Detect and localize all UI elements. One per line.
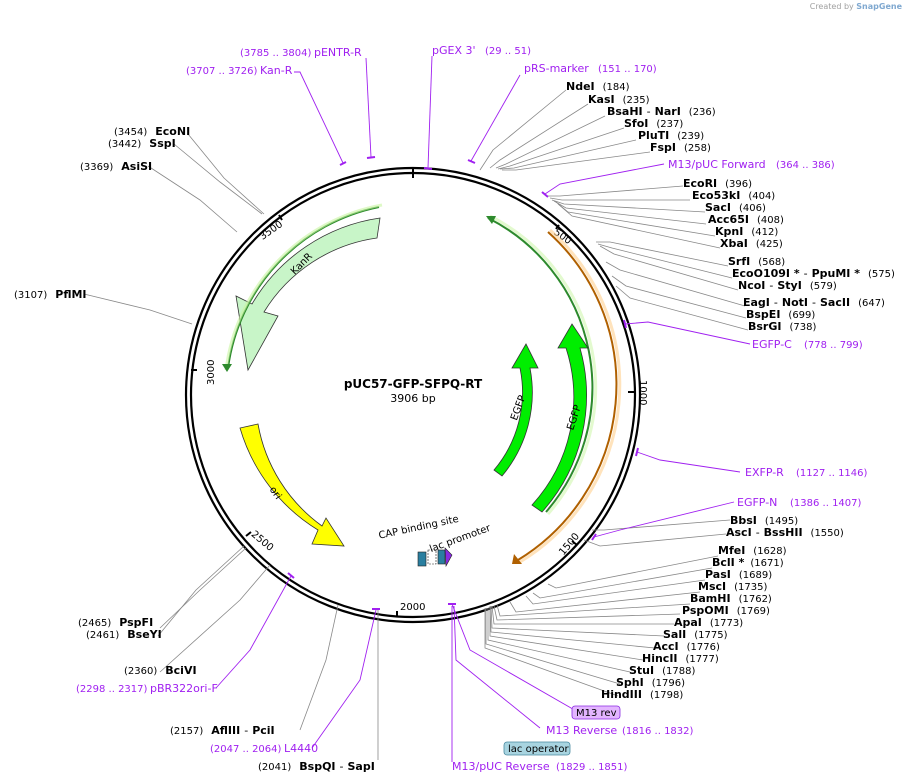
enzyme-pflmi[interactable]: (3107)PflMI: [14, 288, 87, 301]
primer-range-pgex3: (29 .. 51): [485, 46, 531, 57]
feature-kanr[interactable]: KanR: [222, 203, 383, 372]
primer-range-pbr322ori: (2298 .. 2317): [76, 684, 148, 695]
enzyme-bseyi[interactable]: (2461)BseYI: [86, 628, 162, 641]
enzyme-afliii-pcii[interactable]: (2157)AflIII-PciI: [170, 724, 275, 737]
tick-label-2000: 2000: [400, 602, 425, 613]
feature-outer-green-arc: [487, 217, 594, 513]
enzyme-hindiii[interactable]: HindIII(1798): [601, 688, 683, 701]
feature-cap-lac[interactable]: CAP binding site lac promoter: [378, 514, 493, 568]
primer-range-exfpr: (1127 .. 1146): [796, 468, 868, 479]
primer-range-l4440: (2047 .. 2064): [210, 744, 282, 755]
tick-label-1000: 1000: [637, 380, 648, 405]
enzyme-asci-bsshii[interactable]: AscI-BssHII(1550): [726, 526, 844, 539]
enzyme-fspi[interactable]: FspI(258): [650, 141, 711, 154]
primer-m13-puc-reverse[interactable]: M13/pUC Reverse: [452, 760, 550, 773]
feature-ori[interactable]: ori: [239, 423, 345, 547]
tick-2500: [245, 531, 252, 537]
enzyme-labels: NdeI(184) KasI(235) BsaHI-NarI(236) SfoI…: [14, 80, 895, 773]
primer-range-prs: (151 .. 170): [598, 64, 657, 75]
primer-range-m13f: (364 .. 386): [776, 160, 835, 171]
enzyme-pluti[interactable]: PluTI(239): [638, 129, 704, 142]
feature-egfp-inner[interactable]: EGFP: [493, 343, 539, 477]
tick-1500: [571, 540, 578, 546]
enzyme-bspqi-sapi[interactable]: (2041)BspQI-SapI: [258, 760, 375, 773]
primer-exfp-r[interactable]: EXFP-R: [745, 466, 784, 479]
enzyme-srfi[interactable]: SrfI(568): [728, 255, 785, 268]
enzyme-bsahi-nari[interactable]: BsaHI-NarI(236): [607, 105, 716, 118]
enzyme-mfei[interactable]: MfeI(1628): [718, 544, 787, 557]
enzyme-bbsi[interactable]: BbsI(1495): [730, 514, 798, 527]
enzyme-econi[interactable]: (3454)EcoNI: [114, 125, 190, 138]
primer-pbr322ori-f[interactable]: pBR322ori-F: [150, 682, 218, 695]
snapgene-credit: Created by SnapGene: [810, 2, 902, 11]
enzyme-msci[interactable]: MscI(1735): [698, 580, 767, 593]
primer-m13-rev: M13 rev: [576, 708, 617, 719]
enzyme-leaders: [83, 89, 749, 760]
enzyme-stui[interactable]: StuI(1788): [629, 664, 695, 677]
enzyme-kpni[interactable]: KpnI(412): [715, 225, 778, 238]
primer-m13-puc-forward[interactable]: M13/pUC Forward: [668, 158, 766, 171]
enzyme-bspei[interactable]: BspEI(699): [746, 308, 815, 321]
enzyme-sphi[interactable]: SphI(1796): [616, 676, 685, 689]
enzyme-saci[interactable]: SacI(406): [705, 201, 766, 214]
primer-range-pentr-r: (3785 .. 3804): [240, 48, 312, 59]
enzyme-pspomi[interactable]: PspOMI(1769): [682, 604, 770, 617]
enzyme-pasi[interactable]: PasI(1689): [705, 568, 772, 581]
badge-m13-rev[interactable]: [571, 705, 621, 720]
enzyme-asisi[interactable]: (3369)AsiSI: [80, 160, 152, 173]
enzyme-bamhi[interactable]: BamHI(1762): [690, 592, 772, 605]
enzyme-bsrgi[interactable]: BsrGI(738): [748, 320, 816, 333]
enzyme-ecori[interactable]: EcoRI(396): [683, 177, 752, 190]
feature-lac-operator: lac operator: [508, 744, 569, 755]
enzyme-ncoi-styi[interactable]: NcoI-StyI(579): [738, 279, 837, 292]
tick-label-3000: 3000: [206, 360, 217, 385]
enzyme-xbai[interactable]: XbaI(425): [720, 237, 783, 250]
feature-orange-arc: [517, 231, 618, 561]
primer-l4440[interactable]: L4440: [284, 742, 318, 755]
primer-pentr-r[interactable]: pENTR-R: [314, 46, 362, 59]
primer-pgex3[interactable]: pGEX 3': [432, 44, 476, 57]
primer-range-kan-r: (3707 .. 3726): [186, 66, 258, 77]
enzyme-eagi-noti-sacii[interactable]: EagI-NotI-SacII(647): [743, 296, 885, 309]
credit-prefix: Created by: [809, 2, 854, 11]
tick-3500: [278, 214, 283, 221]
plasmid-size: 3906 bp: [390, 392, 435, 405]
badge-lac-operator[interactable]: [503, 741, 571, 756]
enzyme-bcli[interactable]: BclI *(1671): [712, 556, 784, 569]
enzyme-acc65i[interactable]: Acc65I(408): [708, 213, 784, 226]
primer-egfp-n[interactable]: EGFP-N: [737, 496, 777, 509]
primer-range-egfpn: (1386 .. 1407): [790, 498, 862, 509]
primer-range-egfpc: (778 .. 799): [804, 340, 863, 351]
enzyme-eco53ki[interactable]: Eco53kI(404): [692, 189, 775, 202]
scale-ticks: [191, 214, 634, 617]
tick-label-3500: 3500: [258, 219, 285, 243]
enzyme-acci[interactable]: AccI(1776): [653, 640, 720, 653]
enzyme-ndei[interactable]: NdeI(184): [566, 80, 630, 93]
snapgene-logo: SnapGene: [856, 2, 902, 11]
primer-leaders: [215, 55, 751, 762]
enzyme-sspi[interactable]: (3442)SspI: [108, 137, 176, 150]
enzyme-kasi[interactable]: KasI(235): [588, 93, 650, 106]
primer-egfp-c[interactable]: EGFP-C: [752, 338, 792, 351]
primer-markers: [287, 156, 639, 610]
primer-prs-marker[interactable]: pRS-marker: [524, 62, 589, 75]
primer-kan-r[interactable]: Kan-R: [260, 64, 293, 77]
tick-500: [555, 224, 560, 230]
primer-range-m13-reverse: (1816 .. 1832): [622, 726, 694, 737]
primer-range-m13-puc-reverse: (1829 .. 1851): [556, 762, 628, 773]
enzyme-hincii[interactable]: HincII(1777): [642, 652, 719, 665]
enzyme-sali[interactable]: SalI(1775): [663, 628, 728, 641]
primer-m13-reverse[interactable]: M13 Reverse: [546, 724, 617, 737]
feature-egfp-outer[interactable]: EGFP: [531, 323, 589, 513]
enzyme-bcivi[interactable]: (2360)BciVI: [124, 664, 197, 677]
plasmid-name: pUC57-GFP-SFPQ-RT: [344, 377, 483, 391]
enzyme-sfoi[interactable]: SfoI(237): [624, 117, 683, 130]
enzyme-apai[interactable]: ApaI(1773): [674, 616, 743, 629]
enzyme-pspfi[interactable]: (2465)PspFI: [78, 616, 153, 629]
enzyme-eco0109i-ppumi[interactable]: EcoO109I *-PpuMI *(575): [732, 267, 895, 280]
